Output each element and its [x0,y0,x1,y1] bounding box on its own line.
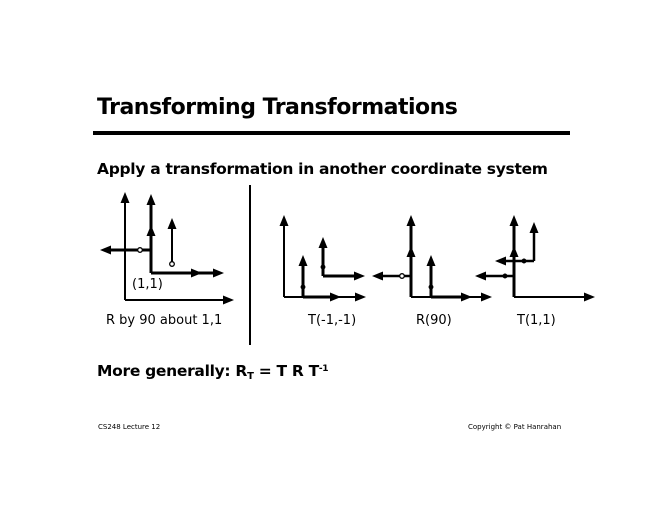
formula-r-sub: T [247,371,254,382]
origin-point [399,273,405,279]
arrowhead-icon [461,292,472,302]
formula: More generally: RT = T R T-1 [97,362,329,382]
arrowhead-icon [372,271,383,281]
arrowhead-icon [146,194,156,205]
slide-title: Transforming Transformations [97,95,458,120]
arrowhead-icon [406,215,416,226]
formula-r: R [235,362,248,380]
arrowhead-icon [475,271,486,281]
arrowhead-icon [167,218,177,229]
caption-translate-neg: T(-1,-1) [308,313,357,328]
arrowhead-icon [426,255,436,266]
origin-point [137,247,143,253]
origin-point [521,258,527,264]
origin-point [428,284,434,290]
arrowhead-icon [495,256,506,266]
arrowhead-icon [529,222,539,233]
arrowhead-icon [120,192,130,203]
arrowhead-icon [509,246,519,257]
arrowhead-icon [406,246,416,257]
formula-exp: -1 [318,364,329,374]
formula-prefix: More generally: [97,362,236,380]
arrowhead-icon [481,292,492,302]
arrowhead-icon [279,215,289,226]
arrowhead-icon [584,292,595,302]
origin-point [169,261,175,267]
origin-point [300,284,306,290]
footer-right: Copyright © Pat Hanrahan [468,423,562,431]
arrowhead-icon [213,268,224,278]
point-label: (1,1) [132,277,163,292]
origin-point [320,264,326,270]
footer-left: CS248 Lecture 12 [98,423,161,431]
slide-subtitle: Apply a transformation in another coordi… [97,160,548,178]
arrowhead-icon [298,255,308,266]
arrowhead-icon [509,215,519,226]
caption-translate-pos: T(1,1) [517,313,556,328]
arrowhead-icon [355,292,366,302]
arrowhead-icon [100,245,111,255]
arrowhead-icon [146,225,156,236]
formula-rhs: = T R T [253,362,319,380]
title-rule [93,131,570,135]
origin-point [502,273,508,279]
arrowhead-icon [223,295,234,305]
arrowhead-icon [330,292,341,302]
arrowhead-icon [191,268,202,278]
arrowhead-icon [318,237,328,248]
caption-rotate: R(90) [416,313,452,328]
caption-rotate-about: R by 90 about 1,1 [106,313,223,328]
arrowhead-icon [354,271,365,281]
